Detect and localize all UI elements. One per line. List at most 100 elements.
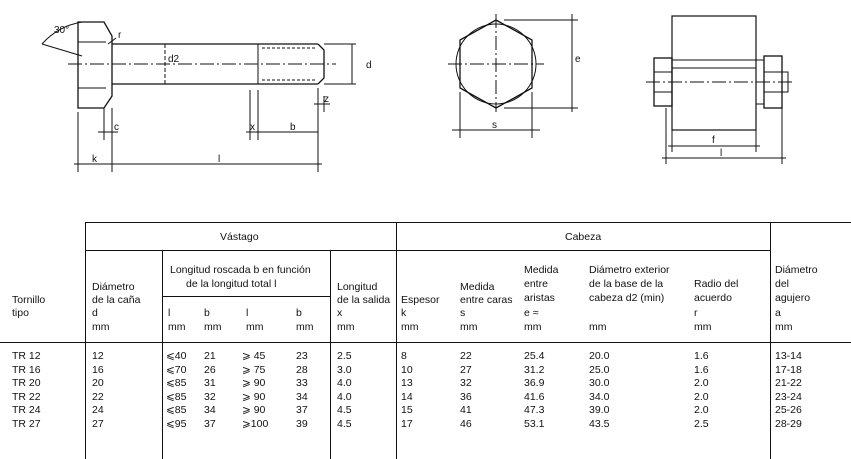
cell-s: 36 xyxy=(460,390,472,403)
cell-a: 28-29 xyxy=(775,417,802,430)
diam-base-unit: mm xyxy=(589,321,607,333)
e-label: e xyxy=(575,54,581,65)
cell-k: 14 xyxy=(401,390,413,403)
cell-x: 3.0 xyxy=(337,363,352,376)
radio-header: Radio del xyxy=(694,278,739,290)
diam-base-header: Diámetro exterior xyxy=(589,264,670,276)
cell-b1: 26 xyxy=(204,363,216,376)
sub-l2-sym: l xyxy=(246,307,249,319)
cell-s: 41 xyxy=(460,404,472,416)
cell-l2: ⩾100 xyxy=(242,417,269,430)
cell-x: 4.0 xyxy=(337,377,352,389)
cell-l1: ⩽85 xyxy=(166,377,187,389)
cell-d2: 43.5 xyxy=(589,417,610,430)
cell-l1: ⩽85 xyxy=(166,404,187,416)
cell-tipo: TR 22 xyxy=(12,390,41,403)
cell-a: 21-22 xyxy=(775,377,802,389)
cell-e: 41.6 xyxy=(524,390,545,403)
diam-cana-header: Diámetro xyxy=(92,281,135,293)
cell-d2: 30.0 xyxy=(589,377,610,389)
cell-s: 46 xyxy=(460,417,472,430)
cell-b2: 34 xyxy=(296,390,308,403)
s-label: s xyxy=(492,120,497,131)
cell-r: 2.0 xyxy=(694,390,709,403)
long-salida-header: Longitud xyxy=(337,281,378,293)
cell-k: 8 xyxy=(401,350,407,362)
cell-d2: 25.0 xyxy=(589,363,610,376)
cell-x: 4.5 xyxy=(337,404,352,416)
cell-x: 4.0 xyxy=(337,390,352,403)
sub-b1-sym: b xyxy=(204,307,210,319)
long-roscada-header-2: de la longitud total l xyxy=(186,278,277,290)
sub-l2-unit: mm xyxy=(246,321,264,333)
cell-d: 20 xyxy=(92,377,104,389)
long-salida-unit: mm xyxy=(337,321,355,333)
cell-e: 47.3 xyxy=(524,404,545,416)
cell-l2: ⩾ 45 xyxy=(242,350,266,362)
radio-sym: r xyxy=(694,307,698,319)
d-label: d xyxy=(366,60,372,71)
cell-a: 23-24 xyxy=(775,390,802,403)
medida-aristas-header-3: aristas xyxy=(524,292,555,304)
cell-k: 17 xyxy=(401,417,413,430)
medida-aristas-header-2: entre xyxy=(524,278,548,290)
f-label: f xyxy=(712,135,715,146)
cell-e: 36.9 xyxy=(524,377,545,389)
cell-b2: 28 xyxy=(296,363,308,376)
b-label: b xyxy=(290,122,296,133)
cell-r: 2.5 xyxy=(694,417,709,430)
cell-s: 22 xyxy=(460,350,472,362)
cell-r: 2.0 xyxy=(694,377,709,389)
cell-l1: ⩽95 xyxy=(166,417,187,430)
cell-a: 13-14 xyxy=(775,350,802,362)
cell-tipo: TR 12 xyxy=(12,350,41,362)
x-label: x xyxy=(250,122,255,133)
agujero-unit: mm xyxy=(775,321,793,333)
cell-d: 22 xyxy=(92,390,104,403)
angle-label: 30° xyxy=(54,25,69,36)
cell-e: 31.2 xyxy=(524,363,545,376)
cell-b1: 32 xyxy=(204,390,216,403)
cell-l1: ⩽85 xyxy=(166,390,187,403)
assembly-l-label: l xyxy=(720,148,722,159)
cell-d: 12 xyxy=(92,350,104,362)
radius-label: r xyxy=(118,30,122,41)
radio-unit: mm xyxy=(694,321,712,333)
tornillo-header-2: tipo xyxy=(12,307,29,319)
cell-e: 25.4 xyxy=(524,350,545,362)
agujero-header: Diámetro xyxy=(775,264,818,276)
cell-x: 4.5 xyxy=(337,417,352,430)
cell-k: 10 xyxy=(401,363,413,376)
cell-r: 2.0 xyxy=(694,404,709,416)
sub-b1-unit: mm xyxy=(204,321,222,333)
cell-b1: 34 xyxy=(204,404,216,416)
diam-cana-unit: mm xyxy=(92,321,110,333)
cell-tipo: TR 20 xyxy=(12,377,41,389)
medida-caras-sym: s xyxy=(460,307,466,319)
hex-head-view xyxy=(448,14,578,138)
sub-l1-sym: l xyxy=(168,307,171,319)
z-label: z xyxy=(324,94,329,105)
cell-d: 24 xyxy=(92,404,104,416)
technical-drawing: 30° r d2 d c x b z k l e s f l xyxy=(41,14,792,172)
assembly-view xyxy=(646,15,792,164)
espesor-header: Espesor xyxy=(401,294,440,306)
diam-cana-header-2: de la caña xyxy=(92,294,141,306)
cell-r: 1.6 xyxy=(694,350,709,362)
k-label: k xyxy=(92,154,98,165)
medida-aristas-sym: e ≈ xyxy=(524,307,539,319)
c-label: c xyxy=(114,122,119,133)
cell-b2: 33 xyxy=(296,377,308,389)
cell-d2: 20.0 xyxy=(589,350,610,362)
vastago-header: Vástago xyxy=(220,231,259,243)
cell-b1: 37 xyxy=(204,417,216,430)
espesor-unit: mm xyxy=(401,321,419,333)
cell-b2: 23 xyxy=(296,350,308,362)
cell-e: 53.1 xyxy=(524,417,545,430)
espesor-sym: k xyxy=(401,307,407,319)
cell-b1: 31 xyxy=(204,377,216,389)
sub-b2-sym: b xyxy=(296,307,302,319)
cell-r: 1.6 xyxy=(694,363,709,376)
cell-s: 27 xyxy=(460,363,472,376)
cell-b2: 39 xyxy=(296,417,308,430)
